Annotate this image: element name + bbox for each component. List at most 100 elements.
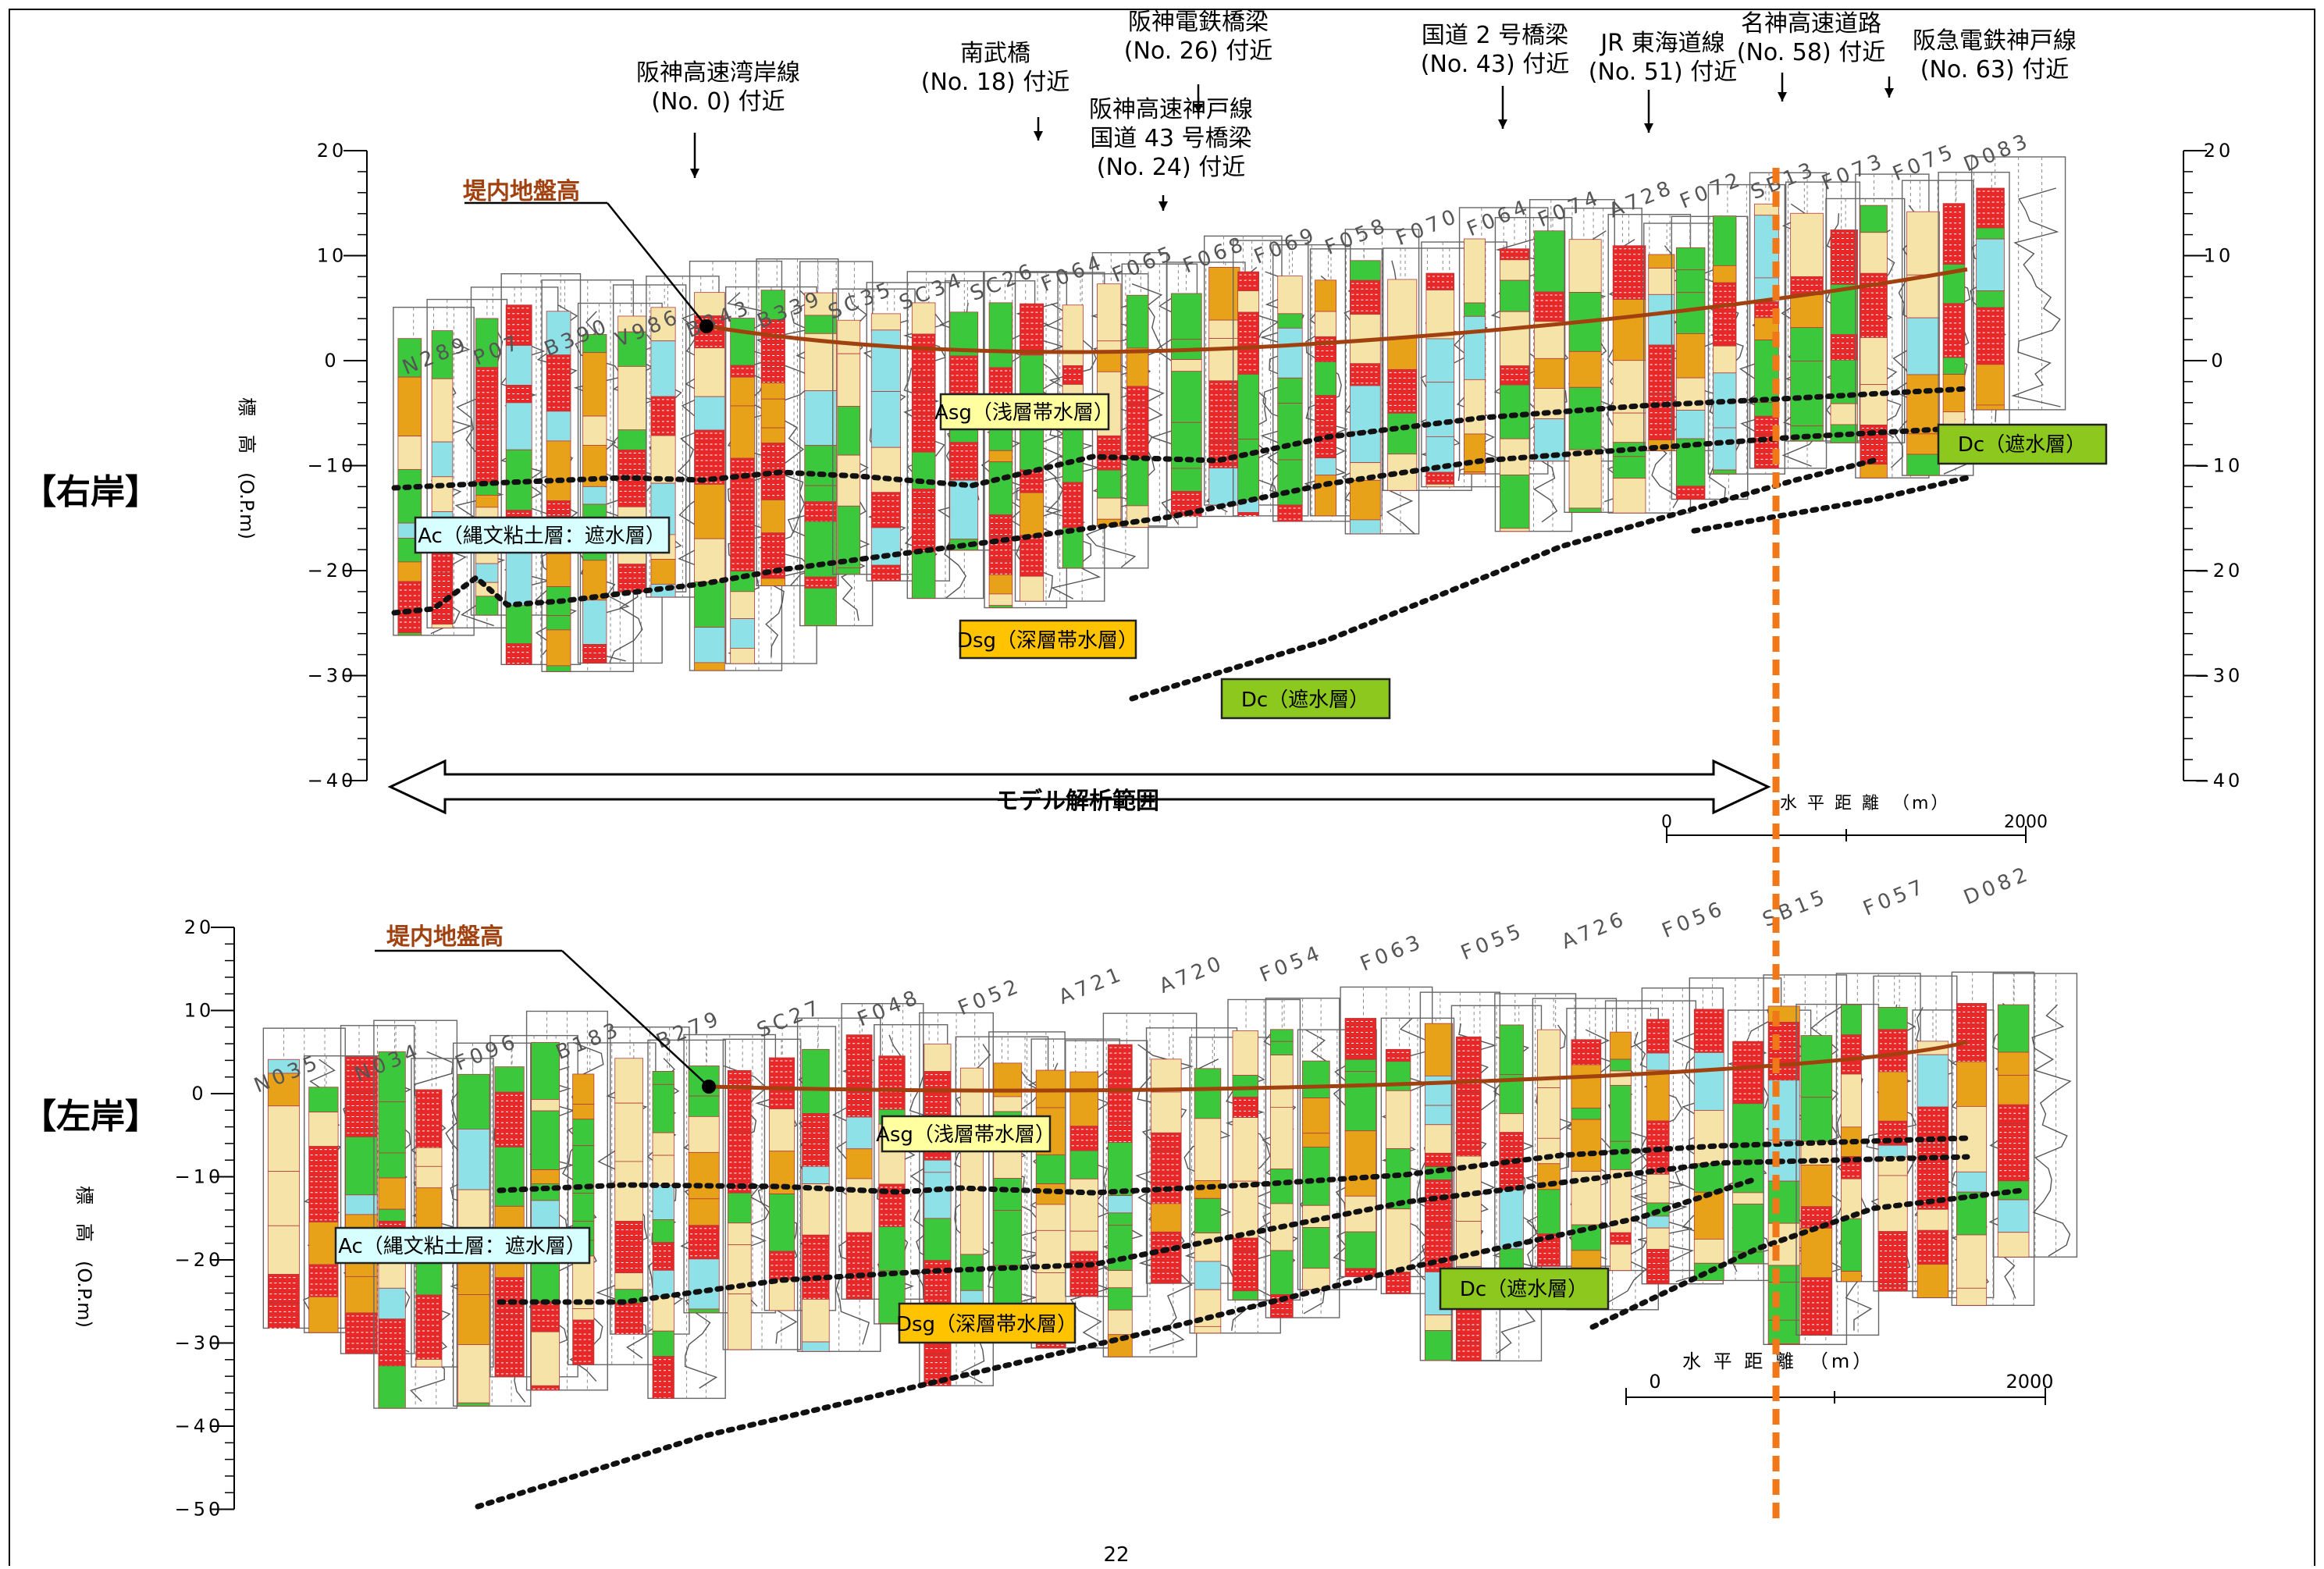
- left-bank-boring-column: [803, 1049, 830, 1351]
- right-bank-boring-column: [1907, 212, 1940, 475]
- right-bank-boring-column: [1426, 273, 1454, 487]
- svg-text:(No. 43) 付近: (No. 43) 付近: [1421, 51, 1569, 78]
- right-bank-boring-column: [1171, 294, 1201, 517]
- left-bank-boring-label: F063: [1357, 930, 1427, 977]
- svg-text:Dsg（深層帯水層）: Dsg（深層帯水層）: [957, 629, 1138, 653]
- arrow-head-icon: [1034, 131, 1043, 141]
- svg-text:(No. 58) 付近: (No. 58) 付近: [1737, 39, 1885, 66]
- right-bank-boring-column: [583, 334, 607, 663]
- left-bank-boring-label: A720: [1156, 951, 1228, 998]
- right-bank-y-axis-tick-label: −40: [308, 770, 357, 792]
- left-bank-y-axis-tick-label: −30: [175, 1332, 224, 1354]
- right-bank-boring-column: [871, 314, 900, 581]
- landmark-label: 阪神高速湾岸線(No. 0) 付近: [636, 59, 800, 178]
- right-bank-y-axis-right-tick-label: −40: [2194, 770, 2244, 792]
- left-bank-boring-column: [1956, 1003, 1986, 1305]
- right-bank-dc-boundary-2: [1694, 478, 1967, 531]
- right-bank-dc-box-mid: Dc（遮水層）: [1222, 679, 1390, 718]
- arrow-head-icon: [1884, 88, 1894, 98]
- left-bank-boring-column: [1070, 1072, 1098, 1297]
- right-bank-y-axis-tick-label: −30: [308, 665, 357, 687]
- svg-text:0: 0: [1649, 1371, 1660, 1393]
- left-bank-boring-column: [1878, 1007, 1907, 1290]
- left-bank-boring-label: SB15: [1760, 884, 1831, 932]
- landmark-label: 南武橋(No. 18) 付近: [921, 40, 1069, 141]
- svg-text:(No. 51) 付近: (No. 51) 付近: [1589, 59, 1737, 86]
- arrow-head-icon: [690, 169, 699, 178]
- svg-text:2000: 2000: [2005, 1371, 2053, 1393]
- right-bank-y-axis-tick-label: −10: [308, 455, 357, 477]
- left-bank-boring-label: D082: [1960, 862, 2034, 909]
- right-bank-boring-column: [1713, 216, 1736, 475]
- right-bank-ac-box: Ac（縄文粘土層：遮水層）: [415, 518, 669, 553]
- right-bank-boring-column: [1238, 272, 1259, 516]
- right-bank-y-axis-right-tick-label: −20: [2194, 560, 2244, 582]
- right-bank-boring-label: F074: [1535, 186, 1605, 233]
- left-bank-boring-label: F055: [1457, 919, 1528, 966]
- svg-text:阪急電鉄神戸線: 阪急電鉄神戸線: [1913, 27, 2077, 55]
- left-bank-boring-label: SC27: [754, 995, 827, 1043]
- right-bank-boring-column: [989, 303, 1013, 608]
- left-bank-dsg-box: Dsg（深層帯水層）: [896, 1304, 1077, 1343]
- left-bank-boring-column: [1194, 1069, 1221, 1333]
- right-bank-boring-column: [1535, 231, 1565, 461]
- svg-text:(No. 26) 付近: (No. 26) 付近: [1124, 37, 1272, 65]
- right-bank-y-axis-right-tick-label: −10: [2194, 455, 2244, 477]
- right-bank-boring-column: [1943, 204, 1965, 430]
- right-bank-boring-column: [1649, 254, 1674, 450]
- svg-text:水 平 距 離 （m）: 水 平 距 離 （m）: [1780, 794, 1950, 813]
- svg-text:(No. 0) 付近: (No. 0) 付近: [651, 88, 785, 116]
- svg-text:(No. 63) 付近: (No. 63) 付近: [1920, 56, 2069, 84]
- page-number: 22: [1103, 1543, 1129, 1566]
- right-bank-n-value-curve: [2013, 188, 2061, 407]
- right-bank-boring-column: [1126, 295, 1148, 527]
- left-bank-boring-column: [309, 1087, 338, 1332]
- arrow-head-icon: [1778, 92, 1787, 101]
- svg-text:国道 43 号橋梁: 国道 43 号橋梁: [1090, 125, 1251, 152]
- right-bank-boring-column: [1860, 205, 1888, 478]
- right-bank-boring-column: [546, 311, 571, 672]
- right-bank-boring-column: [950, 312, 978, 550]
- right-bank-boring-column: [1791, 213, 1824, 441]
- right-bank-boring-label: F058: [1322, 213, 1392, 260]
- right-bank-axis-label: 標 高 (O.P.m): [236, 397, 258, 539]
- left-bank-y-axis-tick-label: −40: [175, 1415, 224, 1437]
- left-bank-boring-column: [846, 1035, 872, 1300]
- left-bank-boring-column: [532, 1042, 560, 1389]
- right-bank-dsg-box: Dsg（深層帯水層）: [957, 621, 1138, 658]
- left-bank-boring-label: F052: [955, 974, 1025, 1021]
- left-bank-y-axis-tick-label: −20: [175, 1249, 224, 1271]
- right-bank-boring-column: [1209, 267, 1240, 505]
- right-bank-boring-label: F073: [1819, 149, 1889, 196]
- left-bank-y-axis-tick-label: −50: [175, 1499, 224, 1521]
- right-bank-boring-column: [1569, 240, 1601, 513]
- left-bank-boring-column: [1345, 1018, 1376, 1276]
- svg-text:Dc（遮水層）: Dc（遮水層）: [1958, 433, 2086, 457]
- left-bank-boring-label: F056: [1659, 897, 1729, 944]
- left-bank-boring-column: [653, 1071, 674, 1398]
- right-bank-boring-column: [1676, 247, 1705, 499]
- right-bank-boring-label: F070: [1393, 205, 1463, 251]
- right-bank-y-axis-right-tick-label: 20: [2204, 140, 2234, 162]
- left-bank-boring-column: [689, 1066, 719, 1312]
- right-bank-y-axis-right-tick-label: −30: [2194, 665, 2244, 687]
- svg-text:阪神高速神戸線: 阪神高速神戸線: [1089, 96, 1253, 123]
- right-bank-boring-label: SC26: [967, 258, 1040, 306]
- left-bank-boring-column: [495, 1067, 524, 1377]
- left-bank-boring-label: A726: [1558, 907, 1630, 955]
- svg-text:JR 東海道線: JR 東海道線: [1599, 30, 1724, 57]
- right-bank-y-axis-right-tick-label: 0: [2211, 350, 2226, 372]
- right-bank-boring-column: [838, 320, 860, 574]
- right-bank-boring-label: F065: [1109, 241, 1179, 288]
- svg-text:0: 0: [1661, 813, 1672, 832]
- svg-text:Asg（浅層帯水層）: Asg（浅層帯水層）: [934, 401, 1114, 425]
- left-bank-boring-column: [268, 1059, 299, 1328]
- right-bank-dc-box-right: Dc（遮水層）: [1938, 425, 2106, 464]
- svg-text:阪神高速湾岸線: 阪神高速湾岸線: [636, 59, 800, 87]
- svg-text:Asg（浅層帯水層）: Asg（浅層帯水層）: [876, 1123, 1055, 1147]
- model-range-arrow: モデル解析範囲: [390, 761, 1768, 815]
- right-bank-y-axis-tick-label: 20: [317, 140, 347, 162]
